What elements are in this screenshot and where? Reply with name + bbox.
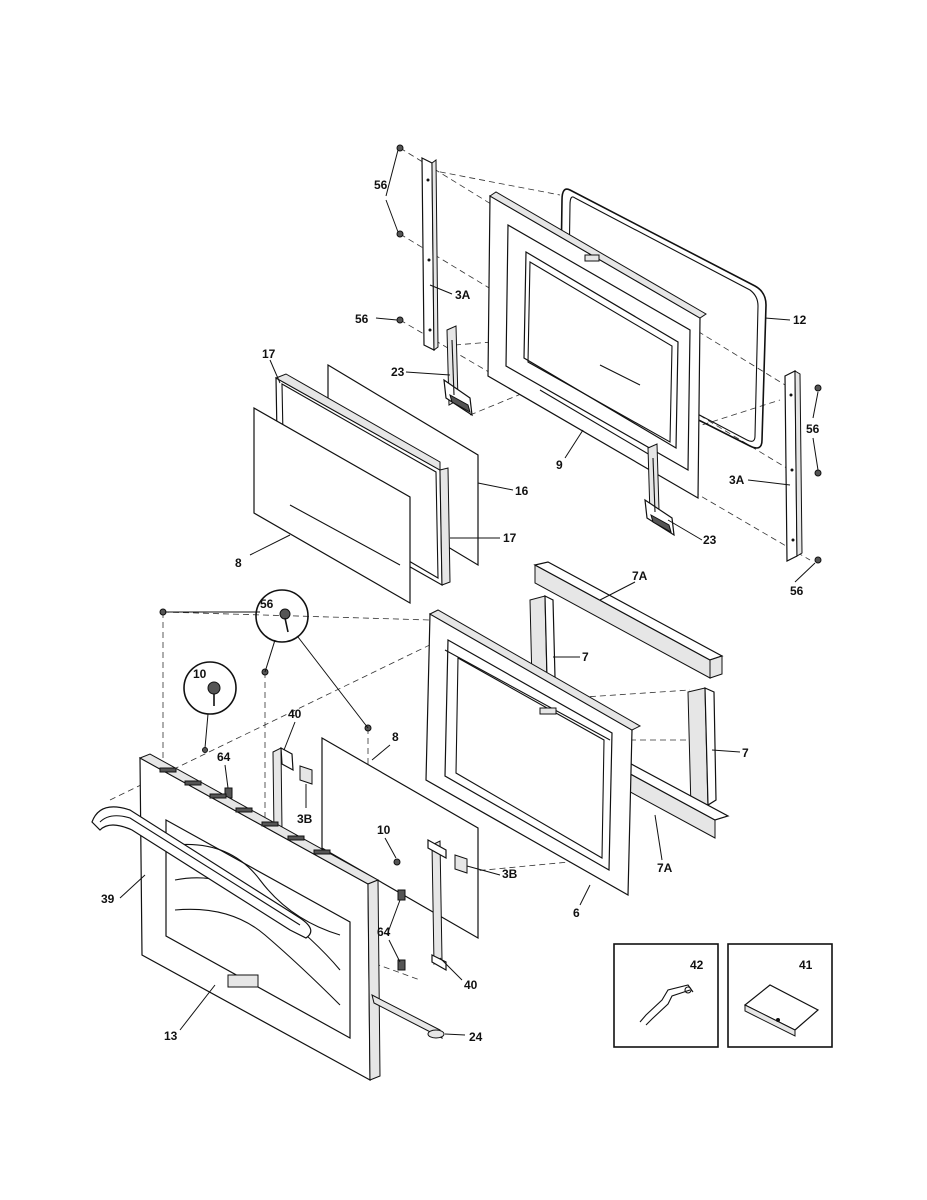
part-labels: 56 56 56 56 56 3A 3A 12 23 23 9 17 17 16…: [101, 178, 820, 1044]
screw-icon: [396, 144, 404, 324]
label-40: 40: [464, 978, 478, 992]
door-handle-39: [91, 806, 312, 939]
label-3b: 3B: [502, 867, 518, 881]
label-3a: 3A: [729, 473, 745, 487]
bumper-3b-left: [299, 765, 313, 785]
label-10: 10: [377, 823, 391, 837]
screw-10-callout: [183, 661, 237, 749]
bumper-3b-right: [454, 854, 468, 874]
insulation-7-right: [687, 687, 717, 810]
hinge-23-left: [443, 325, 473, 417]
label-56: 56: [374, 178, 388, 192]
trim-24: [371, 994, 445, 1039]
label-16: 16: [515, 484, 529, 498]
label-64: 64: [377, 925, 391, 939]
label-23: 23: [391, 365, 405, 379]
label-13: 13: [164, 1029, 178, 1043]
vent-slots: [159, 767, 331, 855]
label-17: 17: [262, 347, 276, 361]
insulation-7a-top: [533, 561, 724, 679]
label-56: 56: [790, 584, 804, 598]
label-10: 10: [193, 667, 207, 681]
label-41: 41: [799, 958, 813, 972]
label-8: 8: [235, 556, 242, 570]
label-24: 24: [469, 1030, 483, 1044]
door-channel-3a-left: [421, 157, 439, 351]
label-40: 40: [288, 707, 302, 721]
bracket-40-left: [272, 746, 294, 835]
label-64: 64: [217, 750, 231, 764]
label-7a: 7A: [632, 569, 648, 583]
leader-lines: [119, 149, 819, 1036]
label-23: 23: [703, 533, 717, 547]
label-12: 12: [793, 313, 807, 327]
door-frame-6: [425, 609, 642, 897]
label-39: 39: [101, 892, 115, 906]
label-7a: 7A: [657, 861, 673, 875]
glass-panel-8-upper: [253, 406, 411, 605]
door-gasket-12: [559, 188, 767, 449]
label-9: 9: [556, 458, 563, 472]
screw-56-callout: [165, 589, 369, 729]
inset-bracket-42: [613, 943, 719, 1048]
door-channel-3a-right: [784, 370, 803, 562]
label-7: 7: [582, 650, 589, 664]
label-8: 8: [392, 730, 399, 744]
label-17: 17: [503, 531, 517, 545]
label-7: 7: [742, 746, 749, 760]
label-3b: 3B: [297, 812, 313, 826]
label-6: 6: [573, 906, 580, 920]
screw-icon: [159, 608, 401, 866]
label-3a: 3A: [455, 288, 471, 302]
label-42: 42: [690, 958, 704, 972]
label-56: 56: [260, 597, 274, 611]
hinge-23-right: [644, 443, 675, 537]
inset-bracket-41: [727, 943, 833, 1048]
door-liner-9: [487, 191, 707, 500]
label-56: 56: [806, 422, 820, 436]
screw-icon: [814, 384, 822, 564]
label-56: 56: [355, 312, 369, 326]
